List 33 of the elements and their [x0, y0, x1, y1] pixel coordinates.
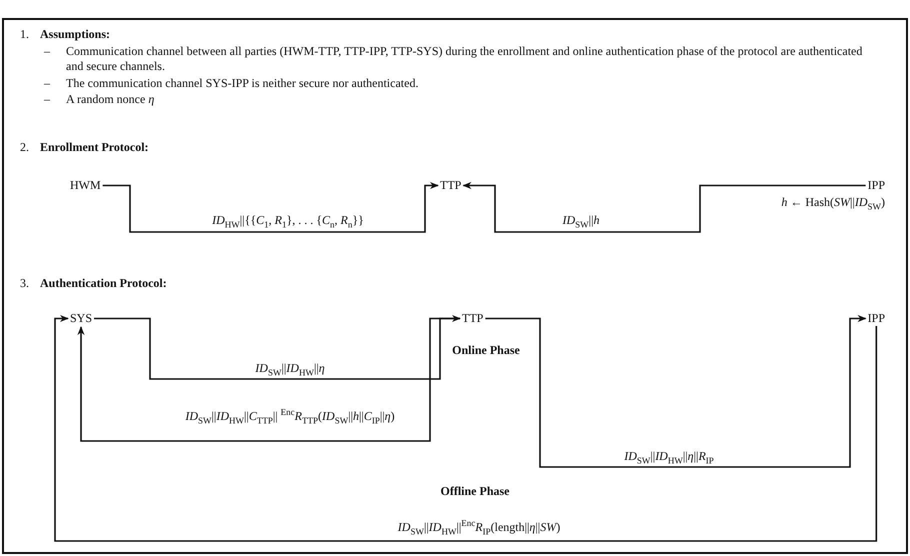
- message-arrow: [94, 314, 461, 380]
- edge-label: ID$_{SW}$||ID$_{HW}$||η: [255, 360, 325, 380]
- bullet-text: The communication channel SYS-IPP is neither secure nor authenticated.: [66, 76, 418, 91]
- edge-label: ID$_{SW}$||ID$_{HW}$||$^{Enc}$R$_{IP}$(length||η||SW): [398, 517, 560, 538]
- message-arrow: [77, 318, 460, 442]
- annotation: h ← Hash(SW||ID$_{SW}$): [781, 195, 885, 214]
- edge-label: ID$_{SW}$||h: [562, 212, 600, 232]
- participant-label: IPP: [868, 311, 885, 326]
- participant-label: TTP: [440, 178, 462, 193]
- section-heading: Enrollment Protocol:: [40, 140, 149, 155]
- edge-label: ID$_{HW}$||{{C$_{1}$, R$_{1}$}, . . . {C$_{n}$, R$_{n}$}}: [212, 212, 364, 232]
- section-number: 2.: [20, 140, 29, 155]
- message-arrow: [485, 314, 867, 468]
- section-number: 3.: [20, 276, 29, 291]
- bullet-text: A random nonce η: [66, 92, 154, 107]
- bullet-dash: –: [44, 76, 50, 91]
- participant-label: HWM: [70, 178, 101, 193]
- message-arrow: [102, 182, 439, 233]
- bullet-text: Communication channel between all parties (HWM-TTP, TTP-IPP, TTP-SYS) during the enrollment and online authentication phase of the protocol are authenticated and secure channels.: [66, 44, 864, 74]
- phase-heading: Offline Phase: [440, 484, 510, 499]
- edge-label: ID$_{SW}$||ID$_{HW}$||C$_{TTP}$|| $^{Enc}$R$_{TTP}$(ID$_{SW}$||h||C$_{IP}$||η): [184, 406, 396, 428]
- bullet-dash: –: [44, 92, 50, 107]
- participant-label: TTP: [462, 311, 484, 326]
- section-number: 1.: [20, 27, 29, 42]
- bullet-dash: –: [44, 44, 50, 59]
- participant-label: SYS: [70, 311, 92, 326]
- message-arrow: [462, 182, 866, 233]
- message-arrow: [54, 314, 878, 542]
- participant-label: IPP: [868, 178, 885, 193]
- edge-label: ID$_{SW}$||ID$_{HW}$||η||R$_{IP}$: [624, 448, 714, 468]
- section-heading: Authentication Protocol:: [40, 276, 167, 291]
- phase-heading: Online Phase: [452, 343, 520, 358]
- section-heading: Assumptions:: [40, 27, 110, 42]
